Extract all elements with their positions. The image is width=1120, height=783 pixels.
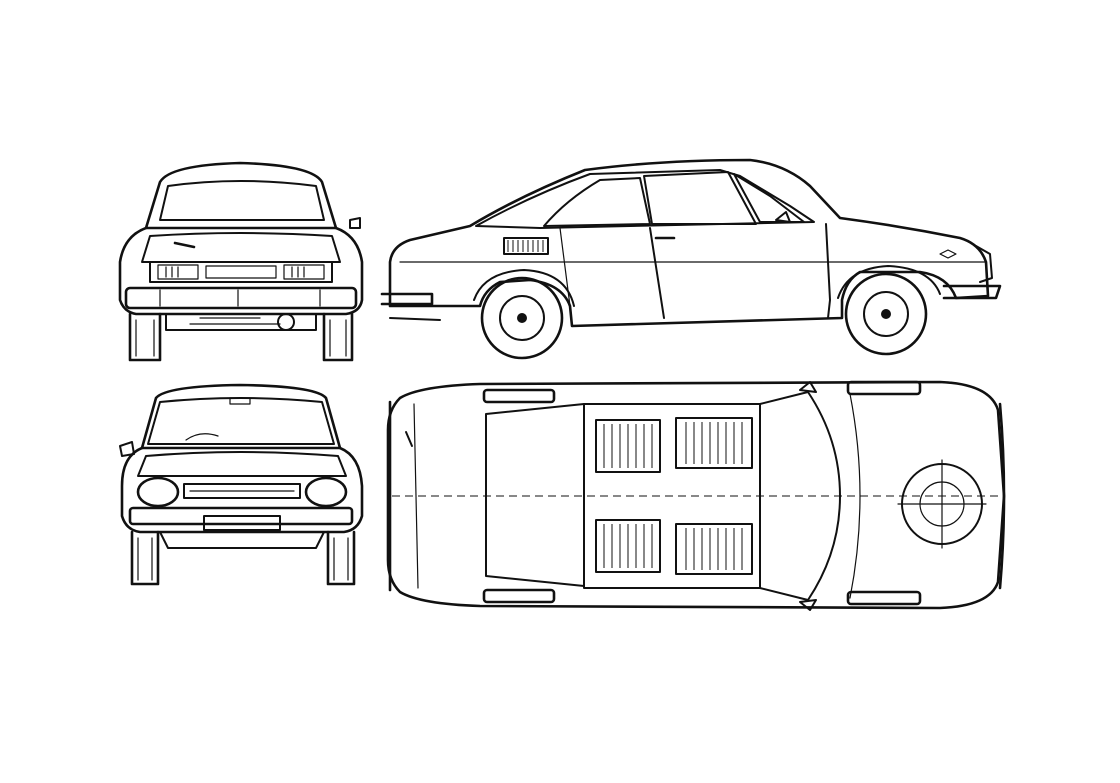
top-rear-window bbox=[485, 403, 585, 587]
steering-wheel bbox=[185, 433, 219, 441]
rear-badge bbox=[173, 241, 196, 249]
rear-body-outline bbox=[118, 226, 364, 316]
side-rear-quarter-glass bbox=[543, 177, 651, 227]
rear-undercarriage bbox=[165, 313, 317, 331]
top-rear-left-wheel bbox=[482, 388, 556, 404]
side-vent-slats bbox=[507, 240, 544, 252]
side-exhaust bbox=[389, 317, 441, 321]
rear-mirror bbox=[349, 217, 361, 229]
top-front-seat-right bbox=[675, 523, 753, 575]
side-rear-bumper bbox=[380, 292, 434, 306]
front-tyre-treads bbox=[137, 537, 349, 581]
top-rear-seat-left bbox=[595, 419, 661, 473]
side-door-glass bbox=[643, 171, 757, 225]
rear-view bbox=[118, 161, 364, 362]
side-front-wheel bbox=[844, 272, 928, 356]
top-front-bumper bbox=[998, 402, 1006, 590]
rear-left-lamp bbox=[157, 264, 199, 280]
side-rear-hub bbox=[517, 313, 527, 323]
rear-right-lamp bbox=[283, 264, 325, 280]
top-front-seat-left bbox=[675, 417, 753, 469]
rear-bumper bbox=[124, 286, 358, 310]
front-apron bbox=[159, 531, 325, 549]
front-right-headlight bbox=[304, 476, 348, 508]
front-windscreen bbox=[147, 397, 335, 445]
rear-bumper-details bbox=[159, 289, 321, 307]
top-view bbox=[386, 380, 1006, 611]
top-mirrors bbox=[799, 381, 817, 611]
side-headlight bbox=[975, 245, 993, 283]
top-rear-edge bbox=[413, 403, 419, 589]
side-rear-wheel bbox=[480, 276, 564, 360]
front-grille bbox=[183, 483, 301, 499]
rear-axle-lines bbox=[189, 317, 281, 325]
side-front-quarter-glass bbox=[733, 173, 805, 223]
side-door-outline bbox=[649, 223, 831, 319]
side-body-outline bbox=[388, 158, 990, 328]
side-front-bumper bbox=[942, 284, 1002, 300]
rear-roof-outline bbox=[144, 161, 338, 230]
side-window-outline bbox=[475, 169, 815, 229]
top-front-left-wheel bbox=[846, 380, 922, 396]
rear-view-mirror bbox=[229, 397, 251, 405]
side-rear-rim bbox=[499, 295, 545, 341]
rear-plate-recess bbox=[205, 265, 277, 279]
top-rear-right-wheel bbox=[482, 588, 556, 604]
side-mirror bbox=[775, 211, 791, 223]
rear-lamp-panel bbox=[149, 261, 333, 283]
side-rear-vent bbox=[503, 237, 549, 255]
front-left-wheel bbox=[130, 530, 160, 586]
top-seat-pleats bbox=[603, 422, 743, 570]
side-rear-arch bbox=[473, 269, 575, 307]
front-roof-outline bbox=[140, 383, 342, 450]
front-body-outline bbox=[120, 446, 364, 534]
top-windscreen bbox=[759, 391, 841, 601]
side-view bbox=[380, 158, 1002, 360]
rear-window bbox=[159, 180, 325, 221]
top-spare-crosshair bbox=[897, 459, 987, 549]
front-left-headlight bbox=[136, 476, 180, 508]
top-body-outline bbox=[386, 380, 1006, 610]
rear-tyre-treads bbox=[135, 319, 347, 357]
top-front-right-wheel bbox=[846, 590, 922, 606]
front-right-wheel bbox=[326, 530, 356, 586]
side-front-hub bbox=[881, 309, 891, 319]
rear-right-wheel bbox=[322, 312, 354, 362]
top-rear-badge bbox=[405, 431, 413, 447]
top-hood-line bbox=[849, 393, 861, 599]
front-view bbox=[119, 383, 364, 586]
rear-left-wheel bbox=[128, 312, 162, 362]
front-plate bbox=[203, 515, 281, 531]
top-rear-seat-right bbox=[595, 519, 661, 573]
rear-lamp-lenses bbox=[165, 266, 305, 278]
rear-exhaust bbox=[277, 313, 295, 331]
rear-trunk-lid bbox=[141, 232, 341, 263]
side-front-badge bbox=[939, 249, 957, 259]
front-hood-edge bbox=[137, 451, 347, 477]
front-bumper bbox=[128, 506, 354, 526]
side-front-rim bbox=[863, 291, 909, 337]
side-front-arch bbox=[837, 265, 941, 299]
